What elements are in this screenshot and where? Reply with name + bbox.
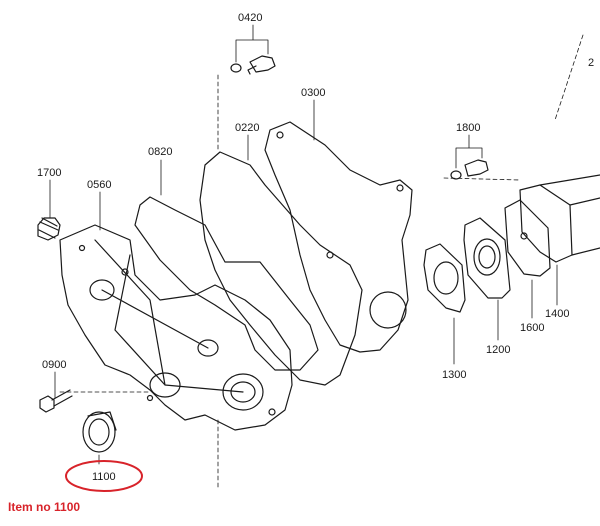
gasket-1300	[423, 243, 466, 313]
label-1200: 1200	[486, 344, 510, 356]
seal-1100	[82, 411, 117, 453]
bolt-1800	[450, 159, 489, 180]
item-caption: Item no 1100	[8, 500, 81, 514]
label-1700: 1700	[37, 167, 61, 179]
housing-0560	[59, 224, 293, 431]
label-1600: 1600	[520, 322, 544, 334]
gasket-0300	[264, 121, 413, 353]
block-1400	[519, 184, 573, 263]
label-1800: 1800	[456, 122, 480, 134]
label-0420: 0420	[238, 12, 262, 24]
label-0300: 0300	[301, 87, 325, 99]
label-2-partial: 2	[588, 57, 594, 69]
label-0560: 0560	[87, 179, 111, 191]
label-1400: 1400	[545, 308, 569, 320]
plate-1600	[504, 199, 551, 277]
label-1300: 1300	[442, 369, 466, 381]
label-0900: 0900	[42, 359, 66, 371]
bolt-0900	[39, 389, 73, 413]
flange-1200	[463, 217, 511, 299]
label-1100: 1100	[92, 471, 116, 483]
label-0220: 0220	[235, 122, 259, 134]
leader-lines	[49, 24, 558, 465]
gear-1700	[37, 217, 61, 241]
gasket-0220	[199, 151, 363, 386]
label-0820: 0820	[148, 146, 172, 158]
alignment-lines	[59, 34, 584, 491]
bolt-0420	[230, 55, 276, 75]
gasket-0820	[134, 196, 319, 371]
highlight-ellipse-1100	[65, 460, 143, 492]
